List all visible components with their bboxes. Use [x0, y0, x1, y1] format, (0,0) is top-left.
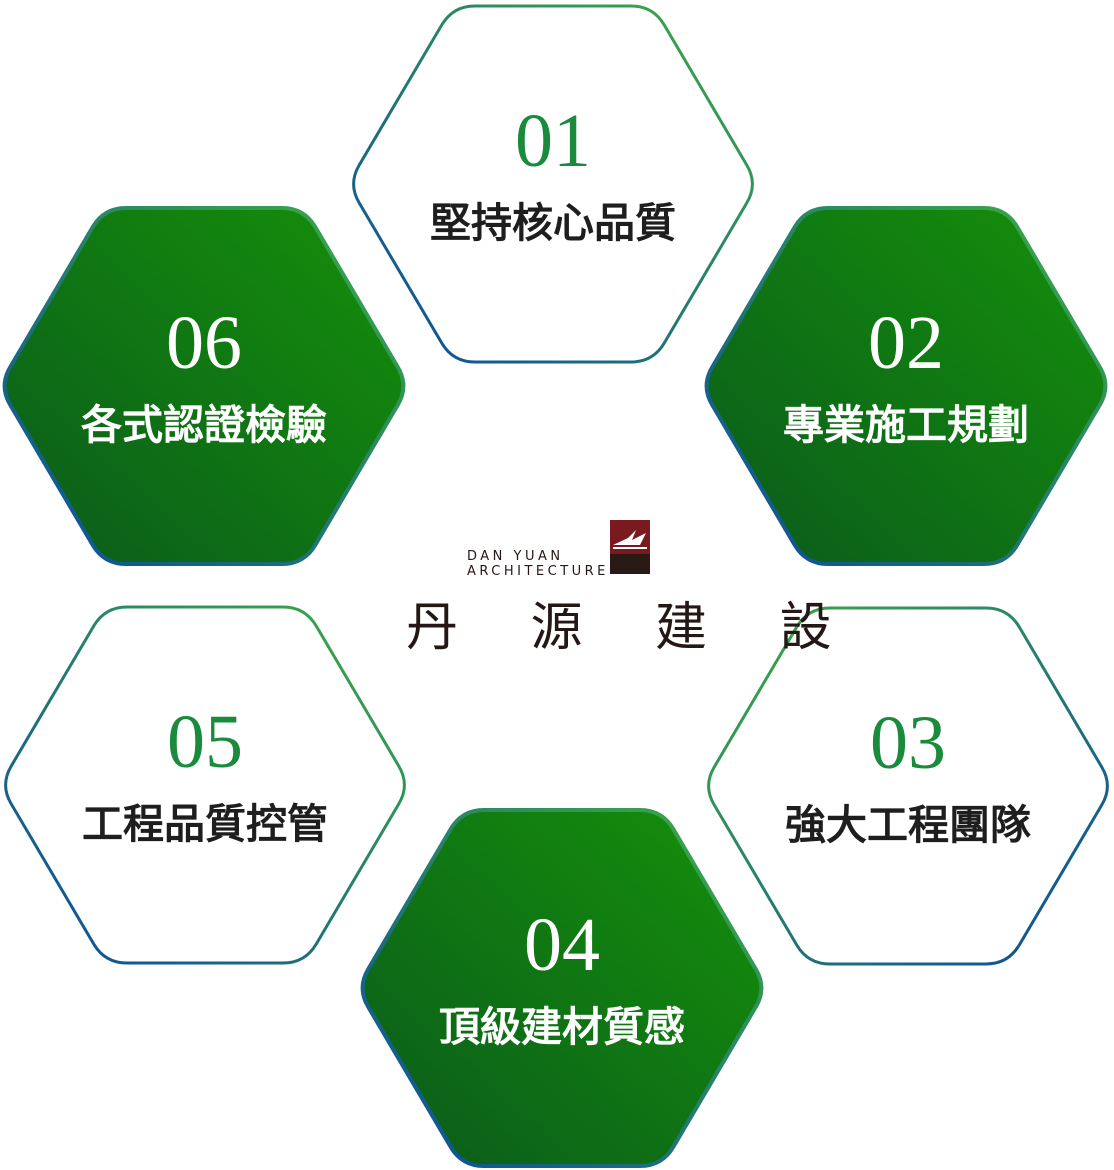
hexagon-01: 01 堅持核心品質: [352, 4, 754, 364]
hexagon-01-label: 堅持核心品質: [430, 199, 676, 247]
logo-english-line-2: ARCHITECTURE: [467, 564, 609, 579]
hexagon-05-label: 工程品質控管: [82, 800, 328, 848]
hexagon-05-number: 05: [167, 700, 243, 784]
hexagon-06: 06 各式認證檢驗: [2, 206, 406, 566]
company-logo: DAN YUAN ARCHITECTURE 丹 源 建 設: [406, 520, 860, 658]
hexagon-04-label: 頂級建材質感: [439, 1003, 685, 1051]
hexagon-02-number: 02: [868, 301, 944, 385]
hexagon-04-number: 04: [524, 903, 600, 987]
hexagon-02-shape: [704, 206, 1108, 566]
hexagon-01-number: 01: [515, 99, 591, 183]
hexagon-03-number: 03: [870, 701, 946, 785]
hexagon-04: 04 頂級建材質感: [360, 808, 764, 1168]
hexagon-02-label: 專業施工規劃: [783, 401, 1029, 449]
logo-chinese-name: 丹 源 建 設: [406, 598, 860, 658]
hexagon-06-label: 各式認證檢驗: [81, 401, 327, 449]
hexagon-06-shape: [2, 206, 406, 566]
hexagon-05-shape: [4, 605, 406, 965]
logo-english-line-1: DAN YUAN: [467, 549, 564, 564]
hexagon-03-label: 強大工程團隊: [785, 801, 1031, 849]
logo-mark-icon: [610, 520, 650, 574]
hexagon-05: 05 工程品質控管: [4, 605, 406, 965]
hexagon-01-shape: [352, 4, 754, 364]
hexagon-02: 02 專業施工規劃: [704, 206, 1108, 566]
hexagon-03: 03 強大工程團隊: [707, 606, 1109, 966]
hexagon-03-shape: [707, 606, 1109, 966]
hexagon-06-number: 06: [166, 301, 242, 385]
hexagon-04-shape: [360, 808, 764, 1168]
